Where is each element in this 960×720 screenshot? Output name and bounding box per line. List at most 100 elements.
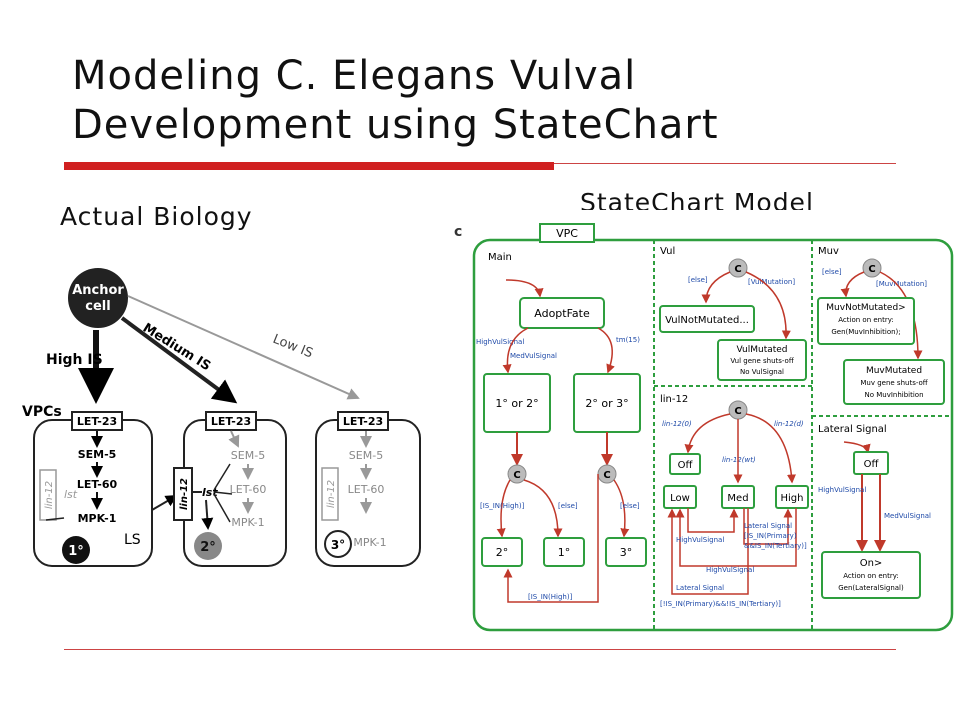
vul-not-mutated-label: VulNotMutated... [665,315,749,326]
gen-muv-inhibition-label: Gen(MuvInhibition); [831,328,900,336]
sem5-label-2: SEM-5 [231,449,265,462]
panel-letter: c [454,224,462,240]
lin12-box-3 [321,467,339,521]
sc-transition [684,413,731,454]
lateral-med-vul-label: MedVulSignal [884,512,931,520]
else-label-2: [else] [620,502,640,510]
sc-transition [496,479,511,538]
lateral-signal-label-1: Lateral Signal [744,522,792,530]
lin12-low-label: Low [670,493,690,504]
muv-not-mutated-label: MuvNotMutated> [826,303,905,313]
lateral-off-state [853,451,889,475]
lin12-label-1: lin-12 [44,481,55,509]
main-label: Main [488,252,512,263]
muv-label: Muv [818,246,839,257]
mpk1-label-1: MPK-1 [78,512,117,525]
fate-3-state [605,537,647,567]
lin12-box-2 [173,467,193,521]
med-vul-signal-label: MedVulSignal [510,352,557,360]
sc-transition [687,508,739,533]
vul-shuts-off-label: Vul gene shuts-off [730,357,793,365]
condition-vul [728,258,748,278]
anchor-label-1: Anchor [72,283,124,298]
adopt-fate-state [519,297,605,329]
fate-2-label: 2° [200,540,216,555]
footer-divider [64,649,896,650]
vul-label: Vul [660,246,675,257]
biology-heading: Actual Biology [60,202,253,231]
sc-transition [505,279,544,298]
lin12-med-label: Med [727,493,748,504]
vul-mutated-label: VulMutated [736,345,787,355]
high-vul-signal-label-2: HighVulSignal [676,536,724,544]
low-is-arrow [127,295,360,400]
lin12-low-state [663,485,697,509]
lateral-signal-label-2: Lateral Signal [676,584,724,592]
lin12-wt-label: lin-12(wt) [722,456,756,464]
condition-vul-label: C [734,264,741,275]
is-in-primary-label: [IS_IN(Primary) [744,532,797,540]
high-is-label: High IS [46,352,103,368]
lin12-high-state [775,485,809,509]
muv-mutation-label: [MuvMutation] [876,280,927,288]
lin12-med-state [721,485,755,509]
fate-1-state [543,537,585,567]
vul-not-mutated-state [659,305,755,333]
sem5-label-1: SEM-5 [78,448,117,461]
fate-1-circle [62,536,90,564]
vul-mutated-state [717,339,807,381]
vpc-state [472,238,954,632]
lin12-label-3: lin-12 [326,480,337,508]
let23-box-3 [337,411,389,431]
sc-transition [840,271,865,298]
sc-transition [523,479,563,538]
lateral-on-label: On> [860,558,883,569]
lin12-off-label: Off [678,460,694,471]
bio-inhibition [213,463,231,491]
condition-muv-label: C [868,264,875,275]
statechart-diagram: c VPC Main AdoptFate HighVulSignal MedVu… [448,210,958,640]
sc-transition [745,413,796,484]
vpc-tab [539,223,595,243]
condition-main-1-label: C [513,470,520,481]
mpk1-label-2: MPK-1 [231,516,264,529]
condition-lin12-label: C [734,406,741,417]
fate-3-label: 3° [331,538,345,552]
title-line-1: Modeling C. Elegans Vulval [72,53,637,99]
fate-3-state-label: 3° [620,546,633,559]
no-vul-signal-label: No VulSignal [740,368,784,376]
one-or-two-label: 1° or 2° [495,397,538,410]
two-or-three-label: 2° or 3° [585,397,628,410]
no-muv-inhibition-label: No MuvInhibition [864,391,923,399]
muv-action-label: Action on entry: [838,316,893,324]
let60-label-3: LET-60 [348,483,385,496]
let23-label-1: LET-23 [77,415,117,428]
let23-box-1 [71,411,123,431]
condition-main-1 [507,464,527,484]
else-label-1: [else] [558,502,578,510]
slide-title: Modeling C. Elegans Vulval Development u… [72,52,932,150]
lateral-signal-heading: Lateral Signal [818,424,887,435]
muv-mutated-state [843,359,945,405]
adopt-fate-label: AdoptFate [534,307,590,320]
high-vul-signal-label: HighVulSignal [476,338,524,346]
sc-transition [502,327,529,374]
lin12-label-2: lin-12 [179,478,190,510]
and-is-in-tertiary-label: &&IS_IN(Tertiary)] [744,542,807,550]
lst-label-1: lst [64,488,78,501]
fate-2-state [481,537,523,567]
let23-label-2: LET-23 [211,415,251,428]
sc-transition [503,474,599,603]
lateral-high-vul-label: HighVulSignal [818,486,866,494]
lin12-region-label: lin-12 [660,394,688,405]
vul-else-label: [else] [688,276,708,284]
anchor-cell [68,268,128,328]
lateral-action-label: Action on entry: [843,572,898,580]
condition-muv [862,258,882,278]
lin12-high-label: High [781,493,804,504]
mpk1-label-3: MPK-1 [353,536,386,549]
title-line-2: Development using StateChart [72,102,719,148]
not-primary-label: [!IS_IN(Primary)&&!IS_IN(Tertiary)] [660,600,781,608]
lin12-0-label: lin-12(0) [662,420,692,428]
let23-label-3: LET-23 [343,415,383,428]
